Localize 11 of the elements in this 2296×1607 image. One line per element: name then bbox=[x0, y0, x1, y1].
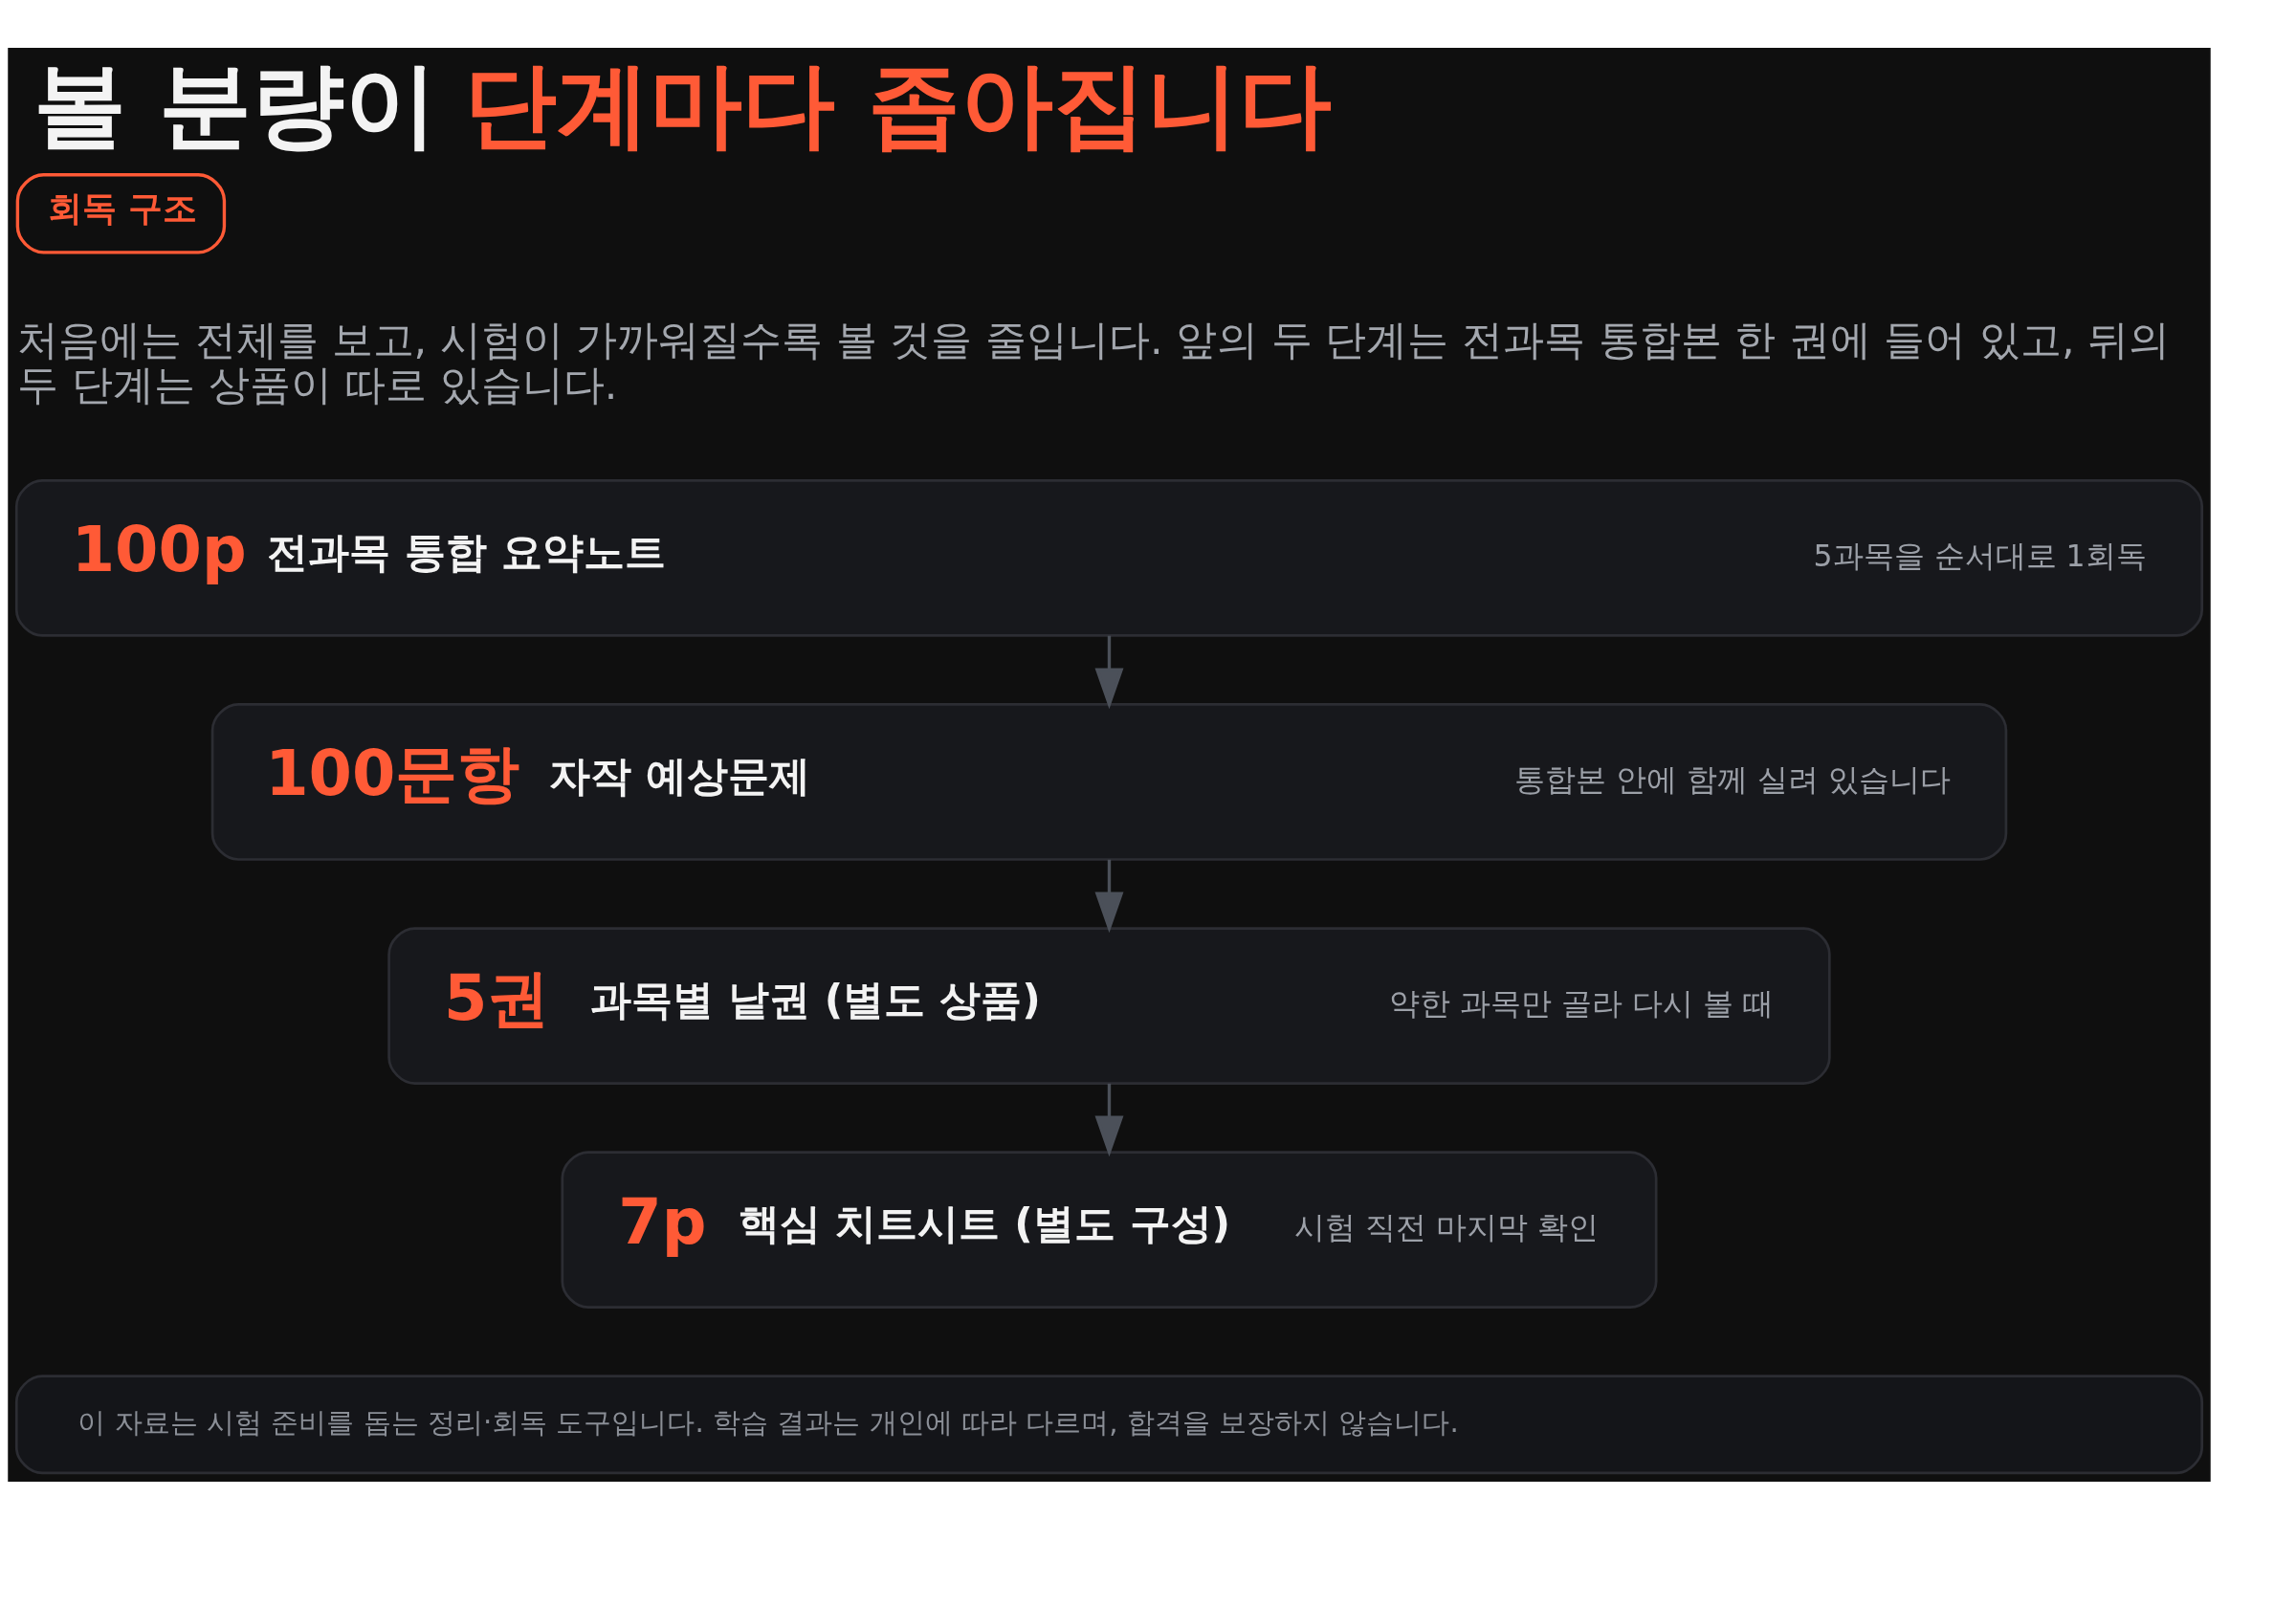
arrow bbox=[1094, 635, 1124, 710]
arrow bbox=[1094, 1083, 1124, 1157]
node-box: 이 자료는 시험 준비를 돕는 정리·회독 도구입니다. 학습 결과는 개인에 따라 다르며, 합격을 보장하지 않습니다. bbox=[14, 1375, 2204, 1475]
node-box: 회독 구조 bbox=[15, 173, 227, 254]
node-box: 5권 과목별 낱권 (별도 상품) 약한 과목만 골라 다시 볼 때 bbox=[387, 927, 1831, 1085]
node-box: 100문항 자작 예상문제 통합본 안에 함께 실려 있습니다 bbox=[210, 703, 2008, 861]
label: 처음에는 전체를 보고, 시험이 가까워질수록 볼 것을 줄입니다. 앞의 두 단계는 전과목 통합본 한 권에 들어 있고, 뒤의 두 단계는 상품이 따로 있습니다. bbox=[17, 316, 2171, 409]
arrow bbox=[1094, 859, 1124, 934]
diagram-title: 볼 분량이 단계마다 좁아집니다 bbox=[33, 51, 1333, 160]
node-box: 100p 전과목 통합 요약노트 5과목을 순서대로 1회독 bbox=[14, 479, 2204, 637]
node-box: 7p 핵심 치트시트 (별도 구성) 시험 직전 마지막 확인 bbox=[561, 1151, 1658, 1309]
